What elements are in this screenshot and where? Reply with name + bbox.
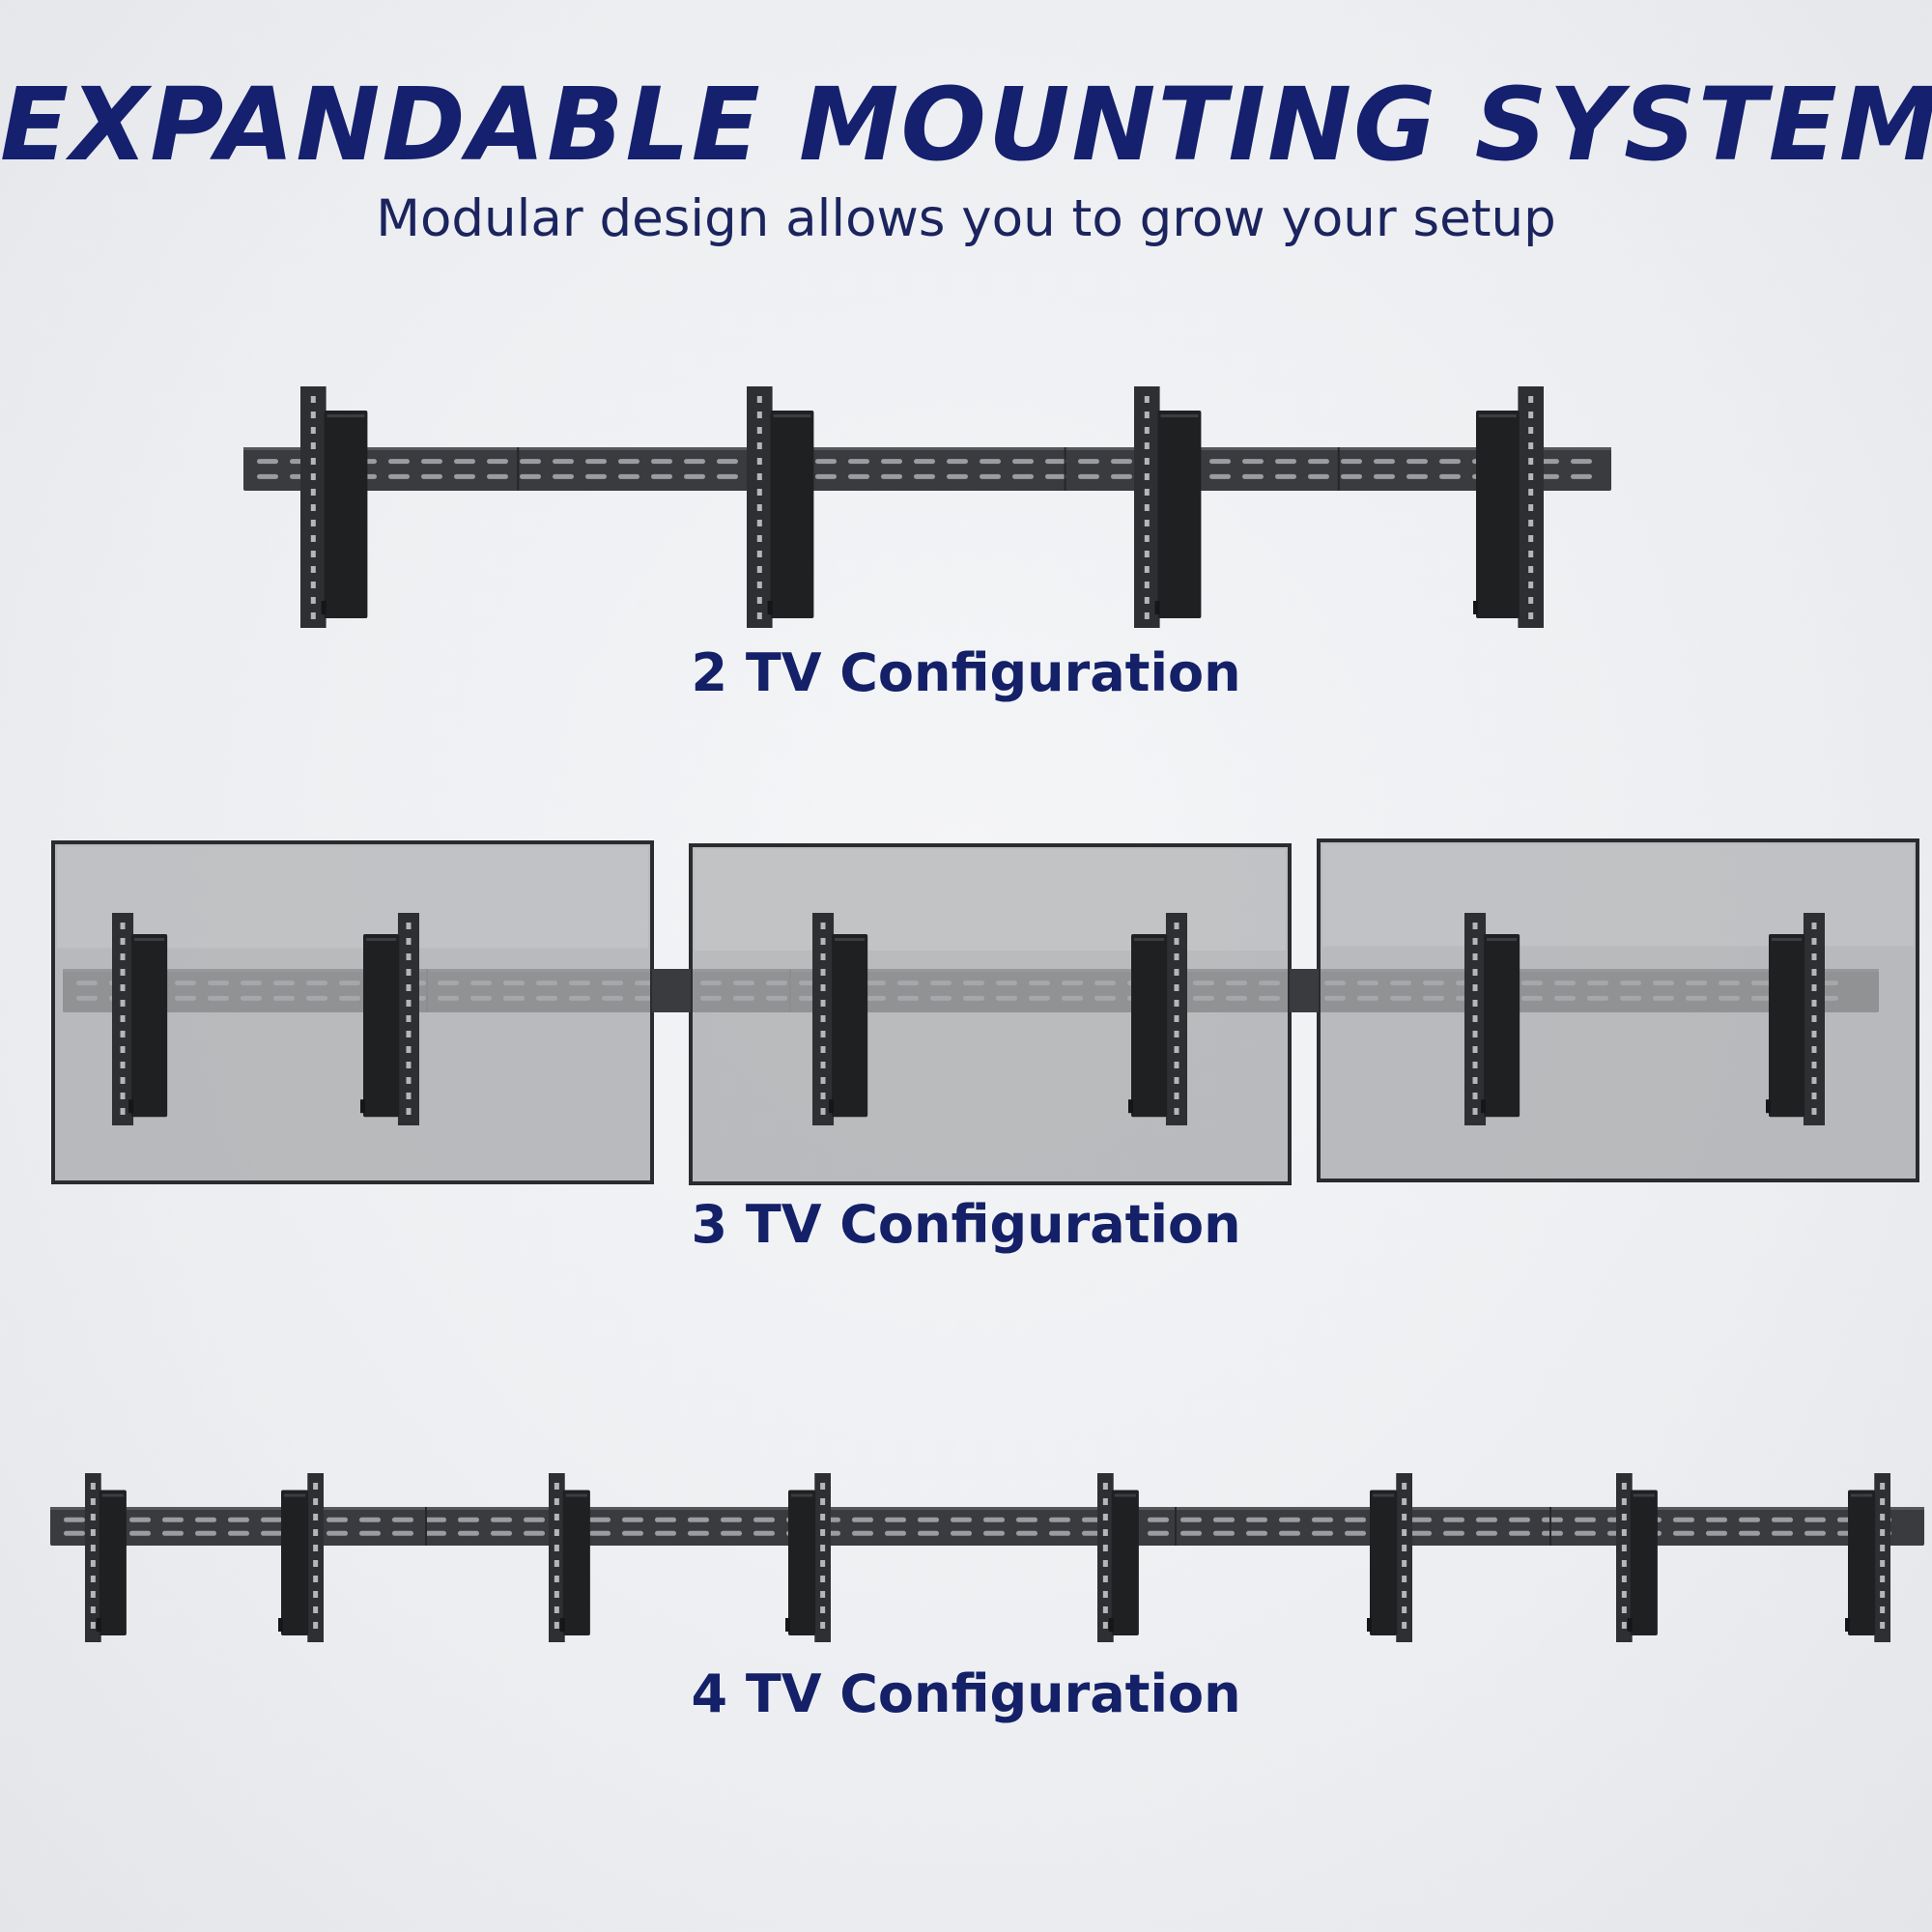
bracket-2-tv-2 (747, 386, 814, 628)
config-label-3-tv: 3 TV Configuration (691, 1194, 1241, 1255)
bracket-4-tv-6 (1367, 1473, 1412, 1642)
mount-2-tv-illustration (243, 386, 1611, 628)
bracket-3-tv-3-2 (1766, 913, 1825, 1125)
bracket-2-tv-3 (1134, 386, 1202, 628)
bracket-3-tv-1-2 (360, 913, 419, 1125)
bracket-4-tv-3 (549, 1473, 590, 1642)
mount-3-tv (0, 831, 1932, 1198)
bracket-2-tv-1 (300, 386, 368, 628)
rail-3-tv-gap-2 (1290, 969, 1319, 1012)
config-label-4-tv: 4 TV Configuration (691, 1663, 1241, 1724)
bracket-4-tv-8 (1845, 1473, 1890, 1642)
bracket-3-tv-1-1 (112, 913, 168, 1125)
mount-4-tv (0, 1459, 1932, 1671)
bracket-3-tv-2-1 (812, 913, 868, 1125)
bracket-4-tv-5 (1097, 1473, 1139, 1642)
bracket-4-tv-1 (85, 1473, 127, 1642)
bracket-2-tv-4 (1473, 386, 1544, 628)
mount-2-tv (0, 372, 1932, 642)
rail-4-tv (50, 1507, 1924, 1546)
bracket-4-tv-2 (278, 1473, 324, 1642)
page-title: EXPANDABLE MOUNTING SYSTEM (0, 66, 1932, 184)
bracket-3-tv-3-1 (1464, 913, 1520, 1125)
bracket-4-tv-4 (785, 1473, 831, 1642)
page-subtitle: Modular design allows you to grow your s… (376, 189, 1556, 248)
mount-3-tv-illustration (51, 838, 1919, 1185)
rail-2-tv (243, 447, 1611, 491)
bracket-3-tv-2-2 (1128, 913, 1187, 1125)
rail-3-tv-gap-1 (652, 969, 691, 1012)
tv-screen-3 (1317, 838, 1919, 1182)
config-label-2-tv: 2 TV Configuration (691, 642, 1241, 703)
bracket-4-tv-7 (1616, 1473, 1658, 1642)
tv-screen-2 (689, 843, 1292, 1185)
mount-4-tv-illustration (50, 1473, 1924, 1642)
